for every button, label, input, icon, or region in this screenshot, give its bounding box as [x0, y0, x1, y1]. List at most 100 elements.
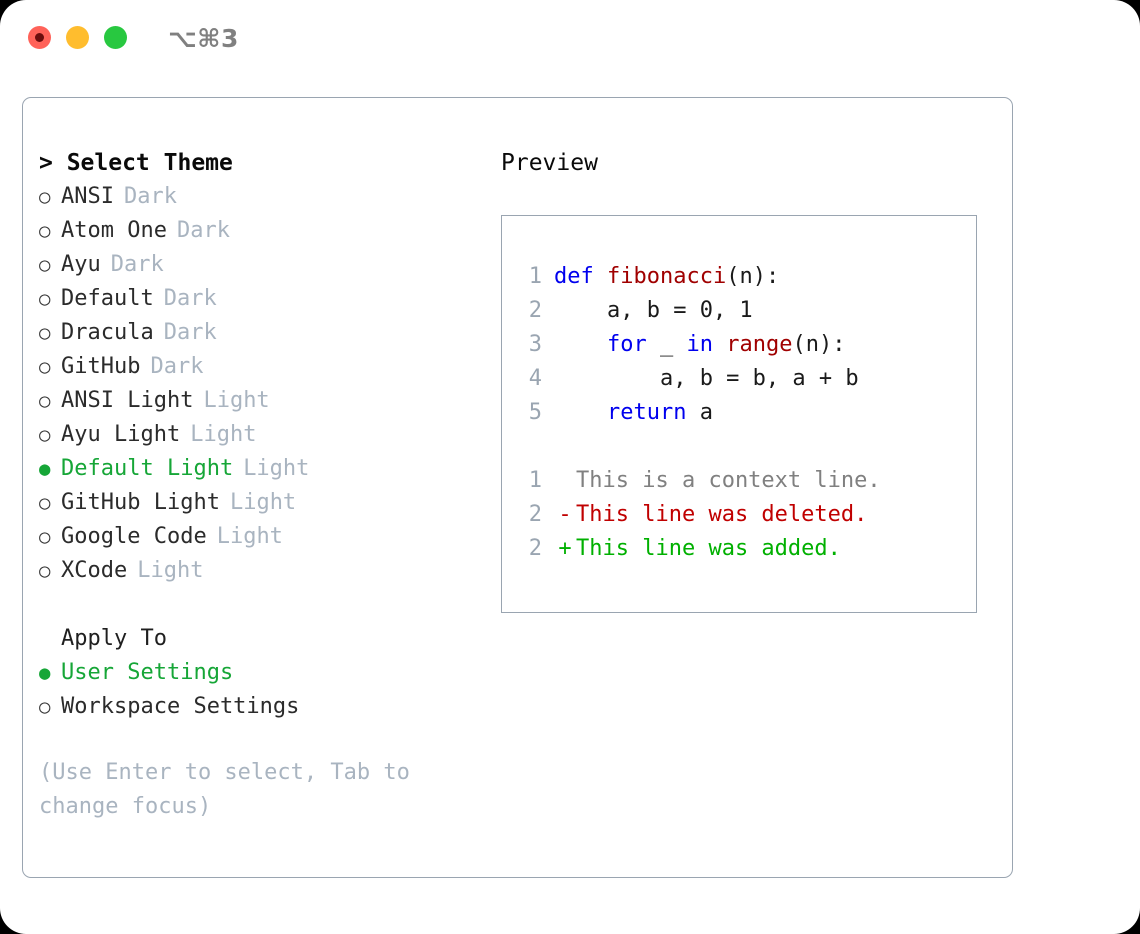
theme-name-label: Default — [61, 286, 154, 311]
code-token-plain: _ — [646, 332, 687, 357]
apply-to-heading: Apply To — [61, 626, 167, 651]
radio-unselected-icon: ○ — [39, 492, 51, 514]
radio-unselected-icon: ○ — [39, 526, 51, 548]
theme-name-label: ANSI Light — [61, 388, 194, 413]
close-window-button[interactable] — [28, 26, 51, 49]
theme-variant-tag: Dark — [163, 286, 217, 311]
theme-variant-tag: Dark — [163, 320, 217, 345]
radio-unselected-icon: ○ — [39, 424, 51, 446]
keyboard-hint-text: (Use Enter to select, Tab to change focu… — [39, 760, 424, 819]
code-token-plain — [713, 332, 726, 357]
code-token-plain: (n): — [726, 264, 780, 289]
diff-line-number: 2 — [528, 502, 542, 527]
radio-unselected-icon: ○ — [39, 254, 51, 276]
theme-variant-tag: Dark — [110, 252, 164, 277]
apply-to-section: Apply To ● User Settings ○ Workspace Settin… — [39, 622, 479, 724]
apply-to-option-label: User Settings — [61, 660, 234, 685]
theme-name-label: GitHub — [61, 354, 141, 379]
radio-unselected-icon: ○ — [39, 288, 51, 310]
code-token-fn: range — [726, 332, 793, 357]
theme-list-item[interactable]: ○ XCode Light — [39, 554, 479, 588]
theme-name-label: GitHub Light — [61, 490, 220, 515]
theme-list-item[interactable]: ○ Google Code Light — [39, 520, 479, 554]
diff-line-context: 1 This is a context line. — [514, 464, 968, 498]
radio-selected-icon: ● — [39, 662, 51, 684]
theme-variant-tag: Light — [203, 388, 270, 413]
radio-unselected-icon: ○ — [39, 696, 51, 718]
theme-name-label: Ayu — [61, 252, 101, 277]
radio-selected-icon: ● — [39, 458, 51, 480]
radio-unselected-icon: ○ — [39, 356, 51, 378]
diff-sign: - — [558, 502, 572, 527]
code-line-number: 2 — [528, 298, 542, 323]
theme-list-item[interactable]: ○ Ayu Dark — [39, 248, 479, 282]
code-token-kw: for — [606, 332, 647, 357]
preview-box: 1 def fibonacci(n): 2 a, b = 0, 1 3 for _ i… — [501, 215, 977, 613]
code-line: 4 a, b = b, a + b — [514, 362, 968, 396]
code-line: 1 def fibonacci(n): — [514, 260, 968, 294]
apply-to-option[interactable]: ● User Settings — [39, 656, 479, 690]
diff-line-removed: 2-This line was deleted. — [514, 498, 968, 532]
code-sample: 1 def fibonacci(n): 2 a, b = 0, 1 3 for _ i… — [514, 260, 968, 430]
code-line-number: 3 — [528, 332, 542, 357]
code-token-plain: a, b = 0, 1 — [554, 298, 753, 323]
radio-unselected-icon: ○ — [39, 322, 51, 344]
code-token-plain: a — [686, 400, 713, 425]
code-token-plain — [554, 400, 607, 425]
theme-name-label: Default Light — [61, 456, 234, 481]
theme-variant-tag: Dark — [123, 184, 177, 209]
zoom-window-button[interactable] — [104, 26, 127, 49]
diff-sign — [554, 464, 576, 498]
radio-unselected-icon: ○ — [39, 220, 51, 242]
keyboard-shortcut-label: ⌥⌘3 — [168, 24, 239, 53]
diff-line-text: This is a context line. — [576, 468, 881, 493]
theme-list-item[interactable]: ○ Ayu Light Light — [39, 418, 479, 452]
code-line: 5 return a — [514, 396, 968, 430]
radio-unselected-icon: ○ — [39, 186, 51, 208]
code-line-content: a, b = b, a + b — [554, 362, 859, 396]
theme-list-item[interactable]: ○ Default Dark — [39, 282, 479, 316]
apply-to-option-label: Workspace Settings — [61, 694, 300, 719]
preview-heading: Preview — [501, 150, 598, 176]
diff-sign: + — [558, 536, 572, 561]
theme-variant-tag: Light — [216, 524, 283, 549]
theme-variant-tag: Dark — [150, 354, 204, 379]
code-token-fn: fibonacci — [606, 264, 727, 289]
theme-variant-tag: Light — [190, 422, 257, 447]
radio-unselected-icon: ○ — [39, 390, 51, 412]
code-line-content: a, b = 0, 1 — [554, 294, 753, 328]
code-line-number: 4 — [528, 366, 542, 391]
theme-list-item[interactable]: ○ ANSI Light Light — [39, 384, 479, 418]
minimize-window-button[interactable] — [66, 26, 89, 49]
traffic-light-group — [28, 26, 127, 49]
code-token-kw: def — [554, 264, 607, 289]
theme-list-item[interactable]: ● Default Light Light — [39, 452, 479, 486]
code-token-kw: in — [686, 332, 713, 357]
theme-variant-tag: Light — [137, 558, 204, 583]
theme-name-label: Google Code — [61, 524, 207, 549]
code-line-number: 5 — [528, 400, 542, 425]
diff-line-text: This line was deleted. — [576, 502, 868, 527]
theme-list-item[interactable]: ○ Dracula Dark — [39, 316, 479, 350]
theme-name-label: XCode — [61, 558, 128, 583]
theme-name-label: Ayu Light — [61, 422, 181, 447]
radio-unselected-icon: ○ — [39, 560, 51, 582]
code-line-number: 1 — [528, 264, 542, 289]
apply-to-options: ● User Settings ○ Workspace Settings — [39, 656, 479, 724]
code-token-kw: return — [606, 400, 687, 425]
theme-list-item[interactable]: ○ GitHub Dark — [39, 350, 479, 384]
theme-name-label: Dracula — [61, 320, 154, 345]
code-line-content: return a — [554, 396, 713, 430]
apply-to-option[interactable]: ○ Workspace Settings — [39, 690, 479, 724]
title-bar: ⌥⌘3 — [0, 0, 1140, 78]
theme-variant-tag: Light — [243, 456, 310, 481]
theme-variant-tag: Dark — [176, 218, 230, 243]
diff-line-number: 2 — [528, 536, 542, 561]
